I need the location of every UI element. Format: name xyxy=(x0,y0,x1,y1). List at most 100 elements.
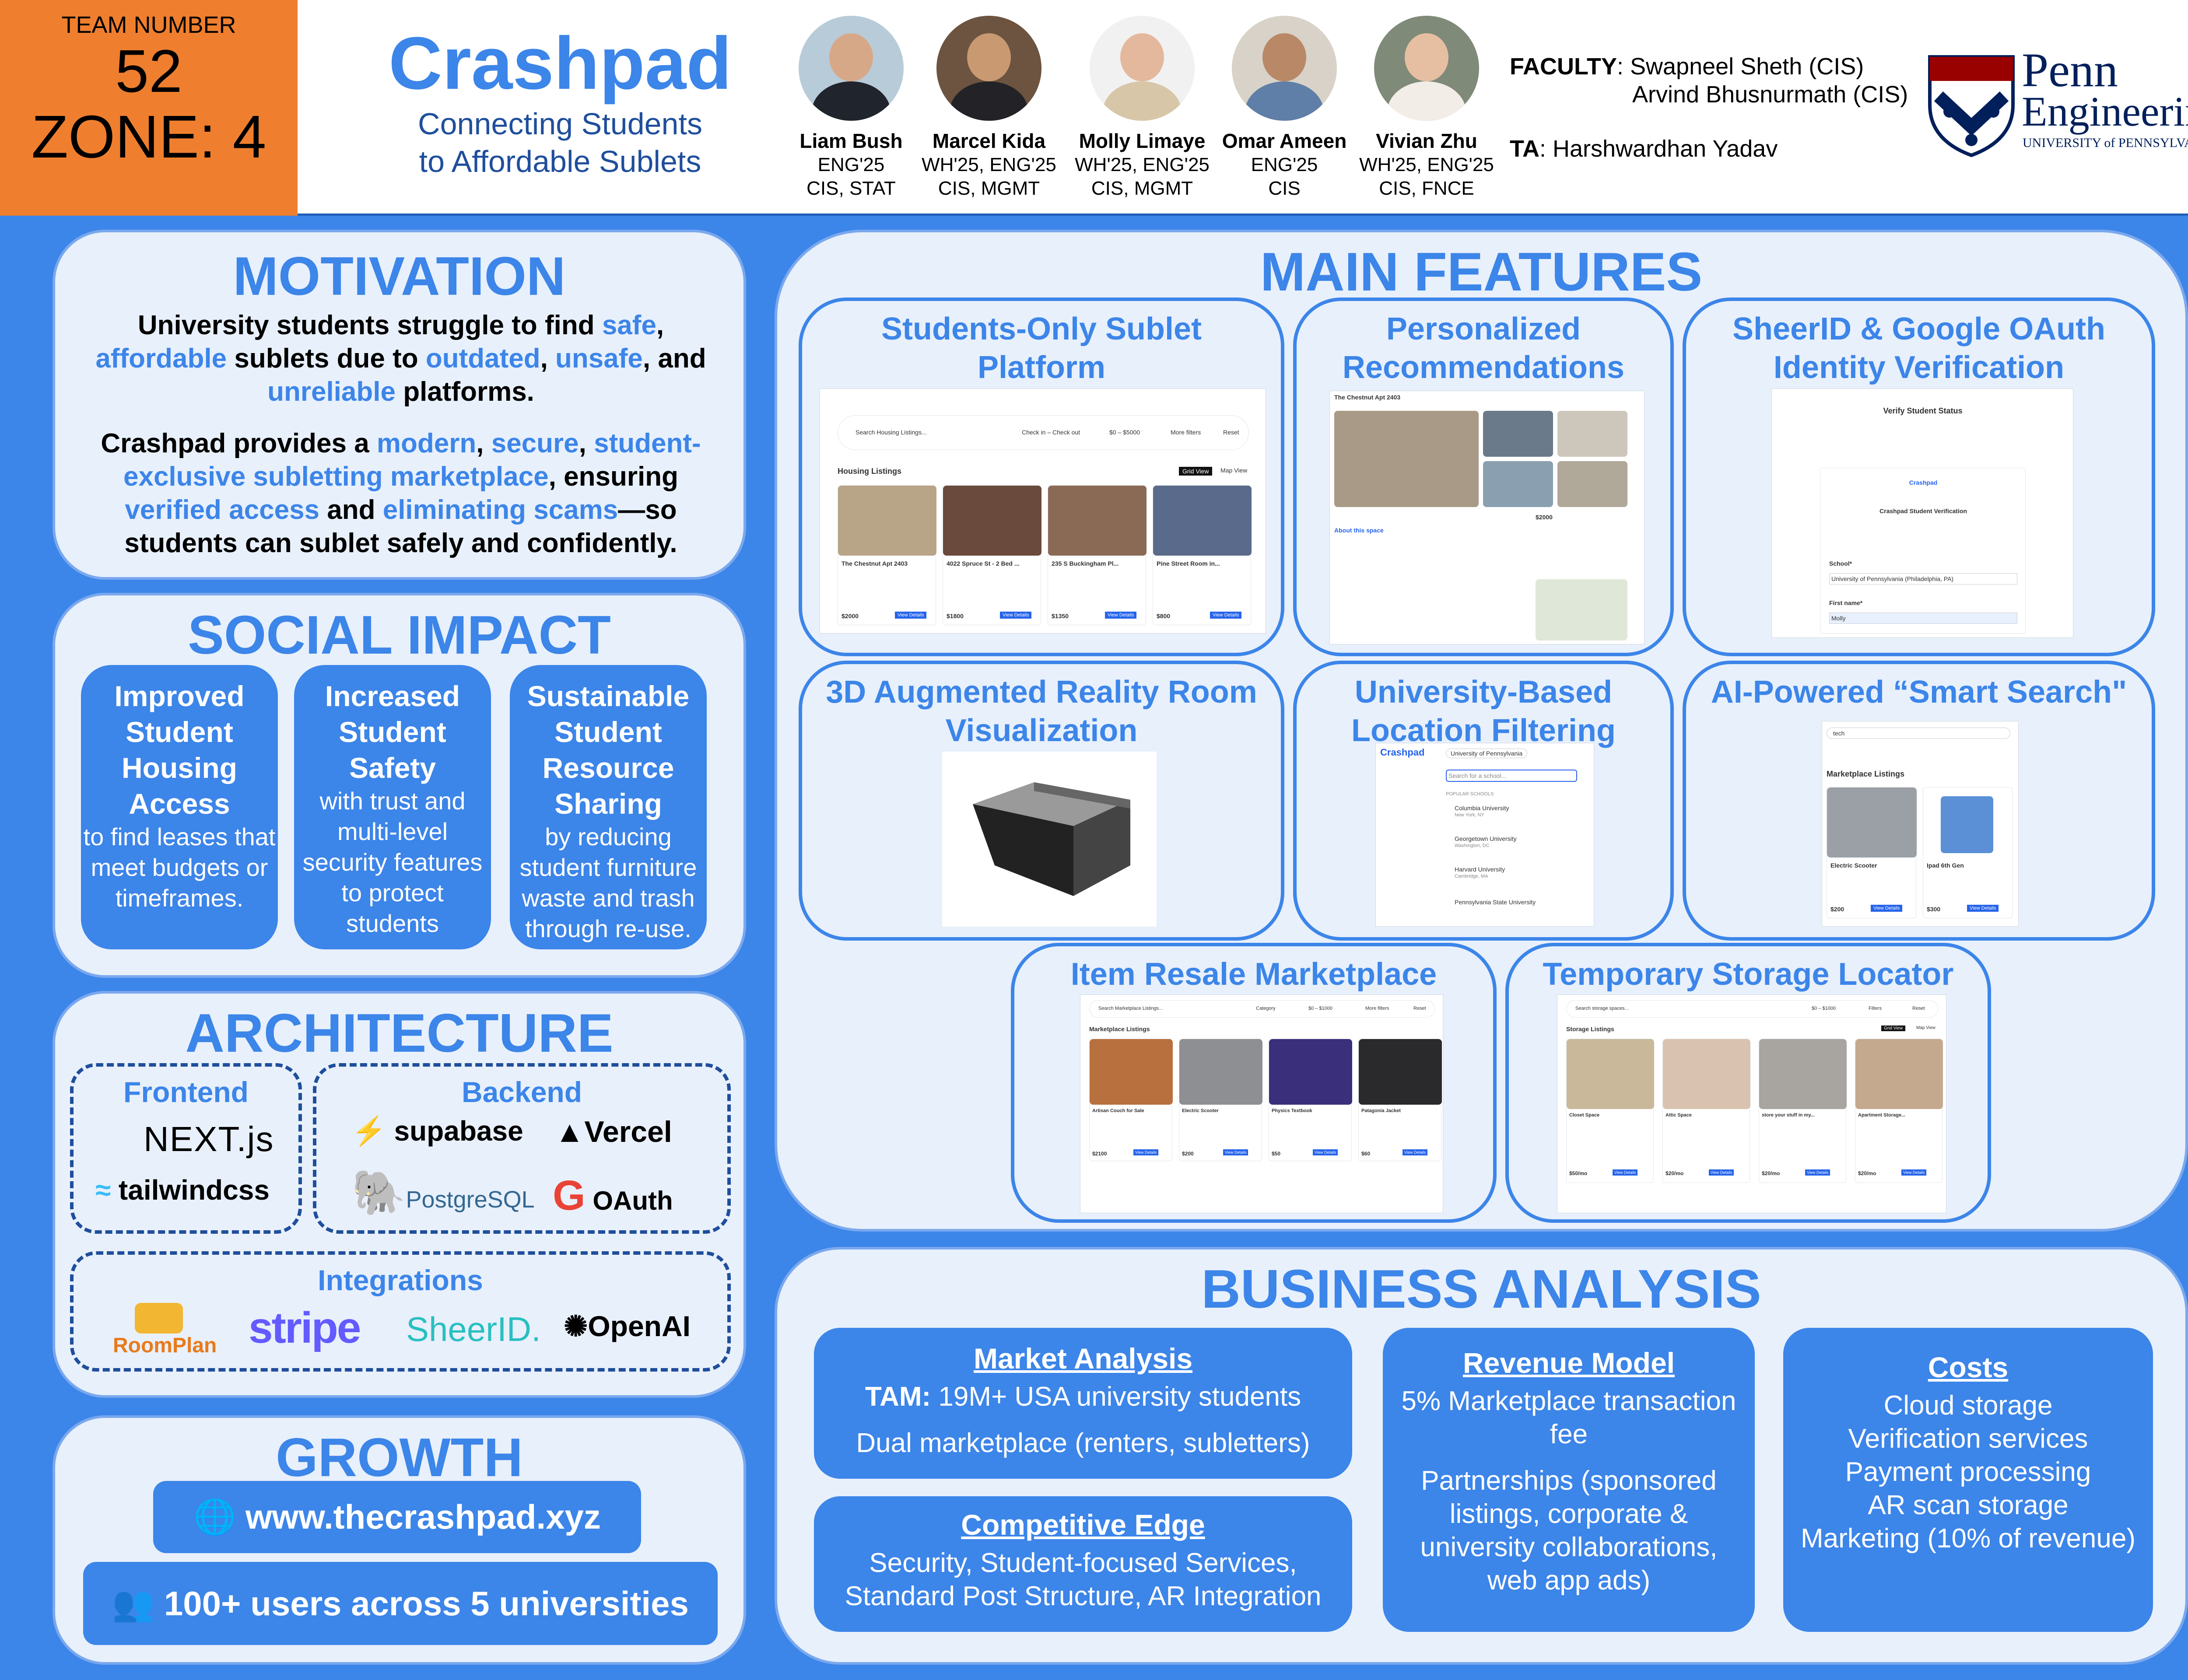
view-details-button[interactable]: View Details xyxy=(1105,612,1137,619)
storage-screenshot: Search storage spaces... $0 – $1000 Filt… xyxy=(1557,994,1946,1213)
integrations-label: Integrations xyxy=(318,1264,483,1296)
listing-card[interactable]: Physics Textbook $50 View Details xyxy=(1269,1039,1352,1161)
competitive-edge-box: Competitive Edge Security, Student-focus… xyxy=(814,1496,1352,1632)
plain-text: —so students can sublet safely and confi… xyxy=(124,495,677,558)
listing-card[interactable]: 4022 Spruce St - 2 Bed ... $1800 View De… xyxy=(943,485,1041,625)
university-selector[interactable]: University of Pennsylvania xyxy=(1446,749,1528,758)
listing-title: Electric Scooter xyxy=(1830,862,1877,869)
view-details-button[interactable]: View Details xyxy=(1709,1169,1734,1176)
impact-card-housing: Improved Student Housing Access to find … xyxy=(81,665,278,949)
listing-card[interactable]: Closet Space $50/mo View Details xyxy=(1566,1039,1654,1183)
filters-button[interactable]: Filters xyxy=(1869,1006,1882,1011)
search-bar[interactable]: Search Housing Listings... Check in – Ch… xyxy=(838,415,1249,450)
faculty-name: Swapneel Sheth (CIS) xyxy=(1630,53,1864,80)
plain-text: sublets due to xyxy=(227,343,426,374)
competitive-edge-line: Standard Post Structure, AR Integration xyxy=(845,1581,1322,1611)
member-major: CIS, MGMT xyxy=(938,178,1040,199)
listing-card[interactable]: Electric Scooter $200 View Details xyxy=(1179,1039,1262,1161)
supabase-icon: ⚡ xyxy=(351,1115,386,1147)
view-details-button[interactable]: View Details xyxy=(1613,1169,1638,1176)
school-input[interactable]: University of Pennsylvania (Philadelphia… xyxy=(1829,573,2017,584)
view-details-button[interactable]: View Details xyxy=(1901,1169,1927,1176)
website-url: www.thecrashpad.xyz xyxy=(245,1498,601,1536)
smart-search-input[interactable]: tech xyxy=(1827,728,2010,739)
avatar xyxy=(1374,16,1479,121)
integrations-group: Integrations RoomPlan stripe SheerID. ✺O… xyxy=(70,1251,731,1372)
cost-item: Verification services xyxy=(1848,1424,2088,1454)
price-filter[interactable]: $0 – $1000 xyxy=(1308,1006,1333,1011)
grid-view-button[interactable]: Grid View xyxy=(1179,467,1213,476)
school-search-input[interactable]: Search for a school... xyxy=(1446,770,1577,782)
more-filters-button[interactable]: More filters xyxy=(1365,1006,1389,1011)
subtitle-line-1: Connecting Students xyxy=(418,107,702,141)
school-label: School* xyxy=(1829,560,1852,567)
frontend-label: Frontend xyxy=(123,1076,249,1108)
view-details-button[interactable]: View Details xyxy=(1210,612,1242,619)
school-option[interactable]: Columbia University xyxy=(1455,805,1509,812)
map-view-button[interactable]: Map View xyxy=(1916,1026,1936,1030)
school-option[interactable]: Harvard University xyxy=(1455,866,1505,873)
view-details-button[interactable]: View Details xyxy=(1871,905,1903,912)
view-details-button[interactable]: View Details xyxy=(1805,1169,1830,1176)
price-filter[interactable]: $0 – $1000 xyxy=(1812,1006,1836,1011)
view-details-button[interactable]: View Details xyxy=(1967,905,1999,912)
feature-location-filtering: University-Based Location Filtering Cras… xyxy=(1293,661,1674,941)
date-filter[interactable]: Check in – Check out xyxy=(1022,429,1080,436)
listing-card[interactable]: Artisan Couch for Sale $2100 View Detail… xyxy=(1089,1039,1173,1161)
impact-card-sharing: Sustainable Student Resource Sharing by … xyxy=(510,665,707,949)
marketplace-heading: Marketplace Listings xyxy=(1089,1026,1150,1032)
view-details-button[interactable]: View Details xyxy=(1403,1149,1428,1155)
google-g-icon: G xyxy=(553,1172,586,1219)
school-option[interactable]: Pennsylvania State University xyxy=(1455,899,1536,906)
member-degree: WH'25, ENG'25 xyxy=(922,154,1056,175)
listing-card[interactable]: Patagonia Jacket $60 View Details xyxy=(1358,1039,1442,1161)
elephant-icon: 🐘 xyxy=(351,1168,406,1217)
impact-card-text: by reducing student furniture waste and … xyxy=(519,823,697,942)
nextjs-logo: NEXT.js xyxy=(144,1120,274,1158)
motivation-heading: MOTIVATION xyxy=(233,246,566,307)
more-filters-button[interactable]: More filters xyxy=(1171,429,1201,436)
cost-item: Payment processing xyxy=(1845,1457,2091,1487)
search-bar[interactable]: Search storage spaces... $0 – $1000 Filt… xyxy=(1566,1000,1938,1018)
map-view-button[interactable]: Map View xyxy=(1220,467,1248,474)
listing-card[interactable]: store your stuff in my... $20/mo View De… xyxy=(1759,1039,1847,1183)
listing-card[interactable]: Apartment Storage... $20/mo View Details xyxy=(1855,1039,1943,1183)
view-details-button[interactable]: View Details xyxy=(1133,1149,1159,1155)
school-option[interactable]: Georgetown University xyxy=(1455,835,1517,842)
subtitle-line-2: to Affordable Sublets xyxy=(419,144,701,178)
first-name-input[interactable]: Molly xyxy=(1829,612,2017,624)
users-badge: 👥 100+ users across 5 universities xyxy=(83,1562,718,1645)
highlight-word: outdated xyxy=(425,343,540,374)
listing-card[interactable]: The Chestnut Apt 2403 $2000 View Details xyxy=(838,485,936,625)
reset-button[interactable]: Reset xyxy=(1912,1006,1925,1011)
listing-price: $20/mo xyxy=(1762,1170,1780,1176)
feature-smart-search: AI-Powered “Smart Search" tech Marketpla… xyxy=(1683,661,2155,941)
avatar xyxy=(936,16,1041,121)
website-link[interactable]: 🌐 www.thecrashpad.xyz xyxy=(153,1481,641,1553)
listing-title: Patagonia Jacket xyxy=(1361,1108,1401,1113)
listing-price: $50/mo xyxy=(1569,1170,1588,1176)
grid-view-button[interactable]: Grid View xyxy=(1881,1026,1906,1031)
member-degree: ENG'25 xyxy=(817,154,885,175)
view-details-button[interactable]: View Details xyxy=(1313,1149,1338,1155)
listing-card[interactable]: Electric Scooter $200 View Details xyxy=(1827,787,1917,918)
view-details-button[interactable]: View Details xyxy=(895,612,927,619)
highlight-word: unsafe xyxy=(555,343,643,374)
listing-card[interactable]: Attic Space $20/mo View Details xyxy=(1662,1039,1750,1183)
price-filter[interactable]: $0 – $5000 xyxy=(1109,429,1140,436)
listing-card[interactable]: Ipad 6th Gen $300 View Details xyxy=(1923,787,2013,918)
school-location: Cambridge, MA xyxy=(1455,874,1488,879)
oauth-logo: G OAuth xyxy=(553,1172,673,1220)
plain-text: , ensuring xyxy=(548,462,678,492)
listing-card[interactable]: Pine Street Room in... $800 View Details xyxy=(1153,485,1252,625)
listing-card[interactable]: 235 S Buckingham Pl... $1350 View Detail… xyxy=(1048,485,1147,625)
verification-form: Crashpad Crashpad Student Verification S… xyxy=(1820,468,2026,634)
category-filter[interactable]: Category xyxy=(1256,1006,1276,1011)
reset-button[interactable]: Reset xyxy=(1223,429,1239,436)
highlight-word: safe xyxy=(602,310,656,340)
view-details-button[interactable]: View Details xyxy=(1000,612,1032,619)
reset-button[interactable]: Reset xyxy=(1413,1006,1426,1011)
search-bar[interactable]: Search Marketplace Listings... Category … xyxy=(1089,1000,1435,1018)
3d-room-icon xyxy=(973,782,1130,896)
view-details-button[interactable]: View Details xyxy=(1223,1149,1248,1155)
